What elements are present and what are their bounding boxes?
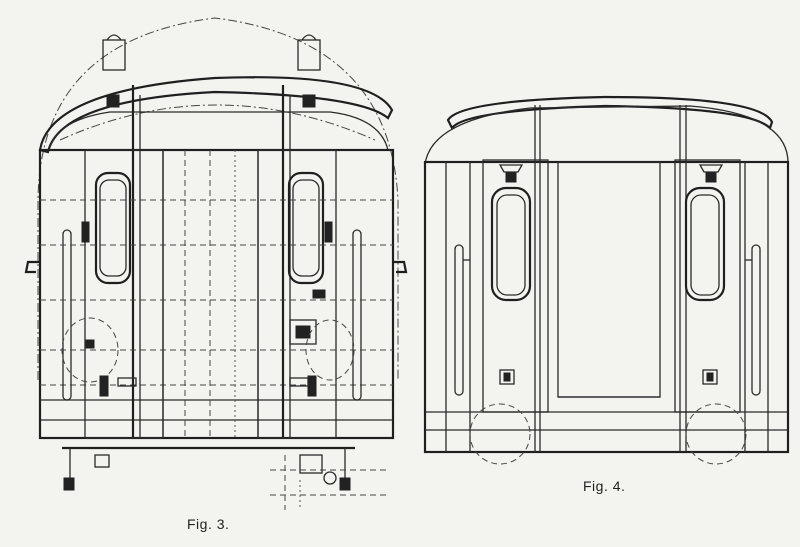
fig3-left-door-window (94, 171, 132, 285)
fig4-right-door-window (684, 186, 726, 302)
fig3-right-door-window (287, 171, 325, 285)
fig4-lamp-bracket-left (498, 164, 524, 183)
fig4-roof-curve (424, 105, 789, 166)
fig4-left-door-window (490, 186, 532, 302)
fig4-left-door (482, 159, 549, 413)
fig4-caption: Fig. 4. (583, 478, 626, 494)
fig3-roof-lamp-right (297, 34, 321, 108)
fig4-car-body (423, 160, 790, 454)
fig4-gangway-opening (557, 161, 661, 398)
fig3-roof-canopy (38, 76, 394, 154)
fig4-left-buffer-circle (469, 403, 531, 465)
fig3-roof-lamp-left (102, 34, 126, 108)
fig3-car-body (38, 148, 395, 440)
fig4-right-door (674, 159, 741, 413)
fig4-roof (446, 95, 774, 131)
fig3-clearance-profile (37, 17, 399, 380)
fig4-left-handrail (454, 244, 464, 396)
fig4-left-lock (499, 369, 515, 385)
fig3-undercarriage (62, 446, 390, 510)
fig4-right-lock (702, 369, 718, 385)
fig4-right-handrail (751, 244, 761, 396)
fig3-railcar-end-elevation (24, 17, 408, 510)
fig3-caption: Fig. 3. (187, 516, 230, 532)
fig4-lamp-bracket-right (698, 164, 724, 183)
fig4-railcar-end-elevation (423, 95, 790, 465)
fig4-right-buffer-circle (685, 403, 747, 465)
